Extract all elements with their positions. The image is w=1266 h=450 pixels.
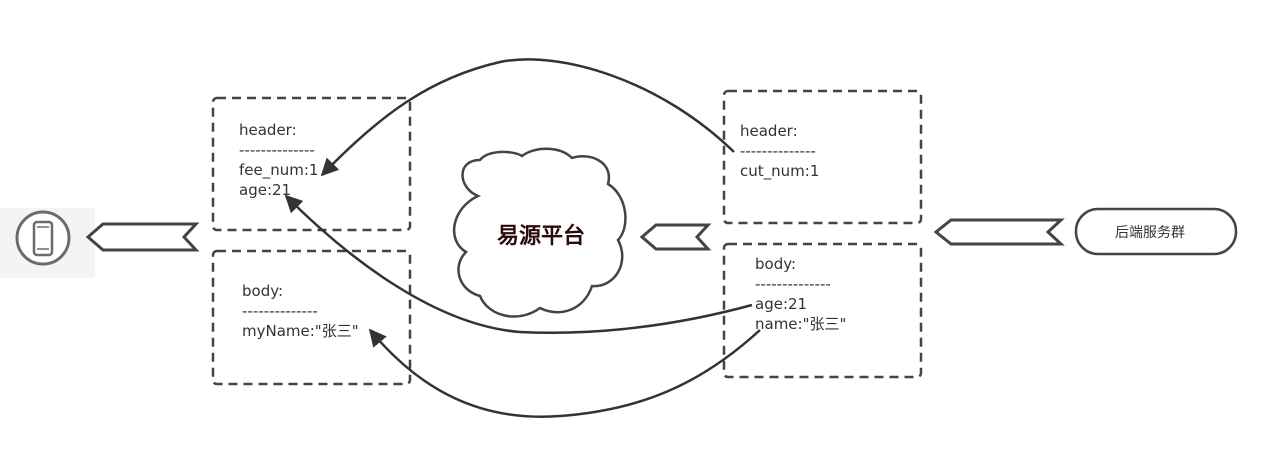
right-header-field-cut-num: cut_num:1 bbox=[740, 162, 820, 180]
arrow-cut-num-to-fee-num bbox=[320, 58, 735, 177]
right-body-field-name: name:"张三" bbox=[755, 315, 847, 333]
left-body-box bbox=[211, 249, 412, 386]
phone-icon bbox=[15, 210, 71, 266]
flow-chevron-right bbox=[933, 218, 1065, 246]
flow-chevron-left bbox=[85, 222, 200, 252]
backend-label: 后端服务群 bbox=[1115, 225, 1185, 241]
left-header-title: header: bbox=[239, 121, 297, 139]
left-body-separator: -------------- bbox=[242, 302, 318, 320]
left-header-box bbox=[211, 96, 412, 232]
backend-pill bbox=[1074, 207, 1238, 256]
platform-label: 易源平台 bbox=[497, 224, 586, 249]
platform-cloud bbox=[452, 147, 627, 318]
right-body-title: body: bbox=[755, 255, 797, 273]
left-body-field-myname: myName:"张三" bbox=[242, 322, 359, 340]
left-header-separator: -------------- bbox=[239, 141, 315, 159]
arrow-name-to-myname bbox=[368, 328, 761, 418]
flow-chevron-middle bbox=[639, 223, 712, 251]
left-body-title: body: bbox=[242, 282, 284, 300]
right-header-box bbox=[722, 89, 923, 225]
right-body-field-age: age:21 bbox=[755, 295, 808, 313]
right-header-separator: -------------- bbox=[740, 142, 816, 160]
right-body-separator: -------------- bbox=[755, 275, 831, 293]
right-body-box bbox=[722, 242, 923, 379]
arrow-age-to-age bbox=[284, 194, 753, 335]
left-header-field-fee-num: fee_num:1 bbox=[239, 161, 319, 179]
left-header-field-age: age:21 bbox=[239, 181, 292, 199]
right-header-title: header: bbox=[740, 122, 798, 140]
